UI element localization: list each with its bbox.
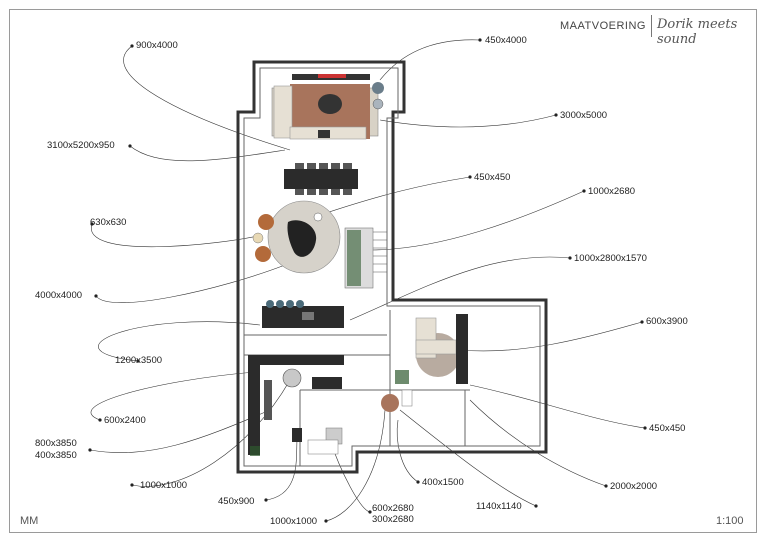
leader-d4 bbox=[129, 145, 286, 162]
walls bbox=[236, 60, 548, 474]
leader-d5 bbox=[319, 176, 471, 216]
brand-logo: Dorik meets sound bbox=[657, 17, 738, 47]
dimension-label: 1000x2800x1570 bbox=[574, 253, 647, 264]
dimension-label: 450x450 bbox=[649, 423, 686, 434]
leader-d7 bbox=[91, 223, 263, 248]
dimension-label: 4000x4000 bbox=[35, 290, 83, 301]
bathroom bbox=[250, 389, 413, 456]
sofa-left bbox=[273, 85, 293, 139]
leader-d18 bbox=[265, 439, 298, 501]
kitchen-counter bbox=[248, 355, 344, 455]
dimension-label: 3100x5200x950 bbox=[47, 140, 115, 151]
dimension-label: 3000x5000 bbox=[560, 110, 608, 121]
leader-d3 bbox=[379, 114, 557, 128]
leader-dots bbox=[88, 38, 647, 523]
dimension-label: 1000x1000 bbox=[270, 516, 318, 527]
scale-label: 1:100 bbox=[716, 515, 744, 527]
unit-label: MM bbox=[20, 515, 39, 527]
kitchen-island bbox=[262, 300, 344, 328]
leader-d13 bbox=[469, 384, 646, 429]
armchair-1 bbox=[258, 214, 274, 230]
lounge-area bbox=[271, 74, 384, 140]
piano-area bbox=[252, 200, 341, 274]
cabinet bbox=[456, 314, 468, 384]
dimension-label: 1000x1000 bbox=[140, 480, 188, 491]
armchair-2 bbox=[255, 246, 271, 262]
dimension-label: 800x3850 bbox=[35, 438, 77, 449]
leader-d6 bbox=[369, 190, 585, 251]
dimension-label: 900x4000 bbox=[136, 40, 178, 51]
dining-table bbox=[284, 169, 358, 189]
title-separator bbox=[651, 15, 652, 37]
leader-d11 bbox=[98, 321, 261, 362]
leader-d9 bbox=[95, 264, 286, 303]
outer-wall bbox=[236, 60, 548, 474]
leader-d12 bbox=[90, 371, 256, 421]
dimension-label: 600x2680 bbox=[372, 503, 414, 514]
dimension-label: 400x3850 bbox=[35, 450, 77, 461]
dimension-label: 600x3900 bbox=[646, 316, 688, 327]
drawing-title: MAATVOERING bbox=[560, 20, 646, 32]
leader-d15 bbox=[469, 399, 607, 487]
dimension-label: 450x450 bbox=[474, 172, 511, 183]
dimension-label: 300x2680 bbox=[372, 514, 414, 525]
stairs bbox=[344, 227, 387, 289]
leader-d21 bbox=[325, 409, 386, 522]
dimension-label: 450x900 bbox=[218, 496, 255, 507]
leader-d2 bbox=[379, 39, 481, 81]
dimension-label: 630x630 bbox=[90, 217, 127, 228]
dimension-label: 600x2400 bbox=[104, 415, 146, 426]
dimension-label: 2000x2000 bbox=[610, 481, 658, 492]
leader-d10 bbox=[459, 321, 643, 352]
coffee-table bbox=[318, 94, 342, 114]
dimension-label: 400x1500 bbox=[422, 477, 464, 488]
dimension-label: 1140x1140 bbox=[476, 501, 522, 512]
side-table-1 bbox=[372, 82, 384, 94]
sheet-frame bbox=[9, 9, 757, 533]
dimension-label: 1000x2680 bbox=[588, 186, 636, 197]
dining-area bbox=[284, 163, 358, 195]
grand-piano bbox=[287, 220, 317, 257]
right-lounge bbox=[395, 314, 468, 384]
leader-d8 bbox=[349, 256, 571, 321]
dimension-label: 450x4000 bbox=[485, 35, 527, 46]
leader-lines bbox=[89, 39, 646, 522]
round-table bbox=[381, 394, 399, 412]
leader-d14 bbox=[89, 409, 271, 453]
leader-d19 bbox=[399, 409, 537, 507]
leader-d1 bbox=[123, 45, 291, 151]
leader-d16 bbox=[131, 379, 291, 487]
dimension-label: 1200x3500 bbox=[115, 355, 163, 366]
leader-d17 bbox=[396, 419, 419, 483]
